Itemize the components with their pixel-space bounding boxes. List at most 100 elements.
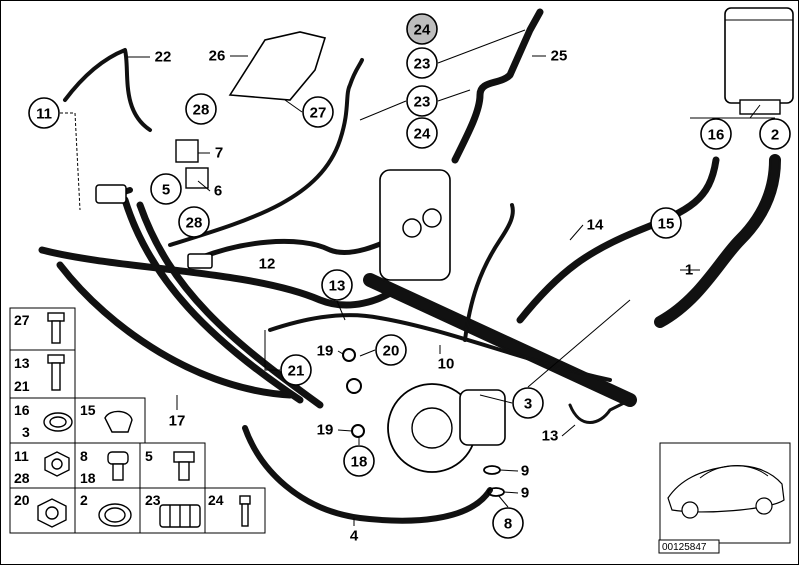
callout-circle [343,445,375,477]
callout-13: 13 [321,269,353,301]
callout-circle [406,117,438,149]
legend-label: 15 [80,402,96,418]
callout-24: 24 [406,13,438,45]
callout-number: 23 [414,94,431,111]
part-label-1: 1 [685,262,693,279]
callout-circle [406,47,438,79]
callout-24: 24 [406,117,438,149]
part-label-4: 4 [350,528,359,545]
part-label-13: 13 [542,428,559,445]
part-label-22: 22 [155,49,172,66]
legend-label: 16 [14,402,30,418]
callout-circle [178,206,210,238]
callout-3: 3 [512,387,544,419]
callout-number: 24 [414,126,431,143]
callout-number: 8 [504,516,512,533]
callout-11: 11 [28,97,60,129]
callout-28: 28 [178,206,210,238]
part-label-9: 9 [521,463,529,480]
leader-lines [60,29,775,526]
legend-label: 13 [14,355,30,371]
callout-circle [406,85,438,117]
part-label-10: 10 [438,356,455,373]
callout-circle [321,269,353,301]
part-label-19: 19 [317,343,334,360]
part-label-7: 7 [215,145,223,162]
callout-circle [375,334,407,366]
callout-number: 18 [351,454,368,471]
fastener-legend: 27 13 21 16 3 15 11 28 8 18 5 20 2 23 24 [9,307,266,534]
callout-circle [280,354,312,386]
callout-circle [150,173,182,205]
callout-21: 21 [280,354,312,386]
legend-label: 5 [145,448,153,464]
part-label-14: 14 [587,217,604,234]
legend-labels: 27 13 21 16 3 15 11 28 8 18 5 20 2 23 24 [14,312,224,508]
callout-circle [406,13,438,45]
callout-circle [512,387,544,419]
legend-label: 20 [14,492,30,508]
callout-number: 20 [383,343,400,360]
part-label-9: 9 [521,485,529,502]
callout-number: 3 [524,396,532,413]
hose-drawings [38,7,794,524]
legend-label: 3 [22,424,30,440]
wheel-icon [755,497,773,515]
callout-circle [759,118,791,150]
part-label-26: 26 [209,48,226,65]
callout-number: 21 [288,363,305,380]
seal-19-upper [342,348,356,362]
callout-20: 20 [375,334,407,366]
callout-2: 2 [759,118,791,150]
fitting [95,184,127,204]
legend-label: 8 [80,448,88,464]
legend-part-drawings [37,312,251,528]
callout-circle [302,96,334,128]
callout-16: 16 [700,118,732,150]
reference-code: 00125847 [662,542,707,553]
bracket-6 [185,167,209,189]
callout-circle [650,207,682,239]
car-outline-icon [667,465,785,513]
callout-number: 2 [771,127,779,144]
legend-label: 28 [14,470,30,486]
legend-label: 24 [208,492,224,508]
callout-23: 23 [406,85,438,117]
callout-8: 8 [492,507,524,539]
part-label-6: 6 [214,183,222,200]
callout-number: 23 [414,56,431,73]
part-label-12: 12 [259,256,276,273]
callout-23: 23 [406,47,438,79]
legend-label: 27 [14,312,30,328]
callout-18: 18 [343,445,375,477]
legend-label: 23 [145,492,161,508]
callout-15: 15 [650,207,682,239]
bracket-7 [175,139,199,163]
callout-28: 28 [185,93,217,125]
legend-grid-lines [9,307,266,534]
callout-number: 13 [329,278,346,295]
clip-icon [104,410,133,433]
callout-number: 28 [193,102,210,119]
legend-label: 21 [14,378,30,394]
callout-circle [492,507,524,539]
callout-number: 27 [310,105,327,122]
callout-number: 11 [36,106,52,123]
callout-number: 24 [414,22,431,39]
callout-circle [28,97,60,129]
heat-shield-26 [228,31,327,101]
legend-label: 11 [14,448,29,464]
legend-label: 18 [80,470,96,486]
callout-27: 27 [302,96,334,128]
vehicle-thumbnail: 00125847 [658,442,791,554]
callout-number: 28 [186,215,203,232]
part-label-17: 17 [169,413,186,430]
callout-number: 5 [162,182,170,199]
callout-5: 5 [150,173,182,205]
callout-number: 16 [708,127,725,144]
part-label-19: 19 [317,422,334,439]
